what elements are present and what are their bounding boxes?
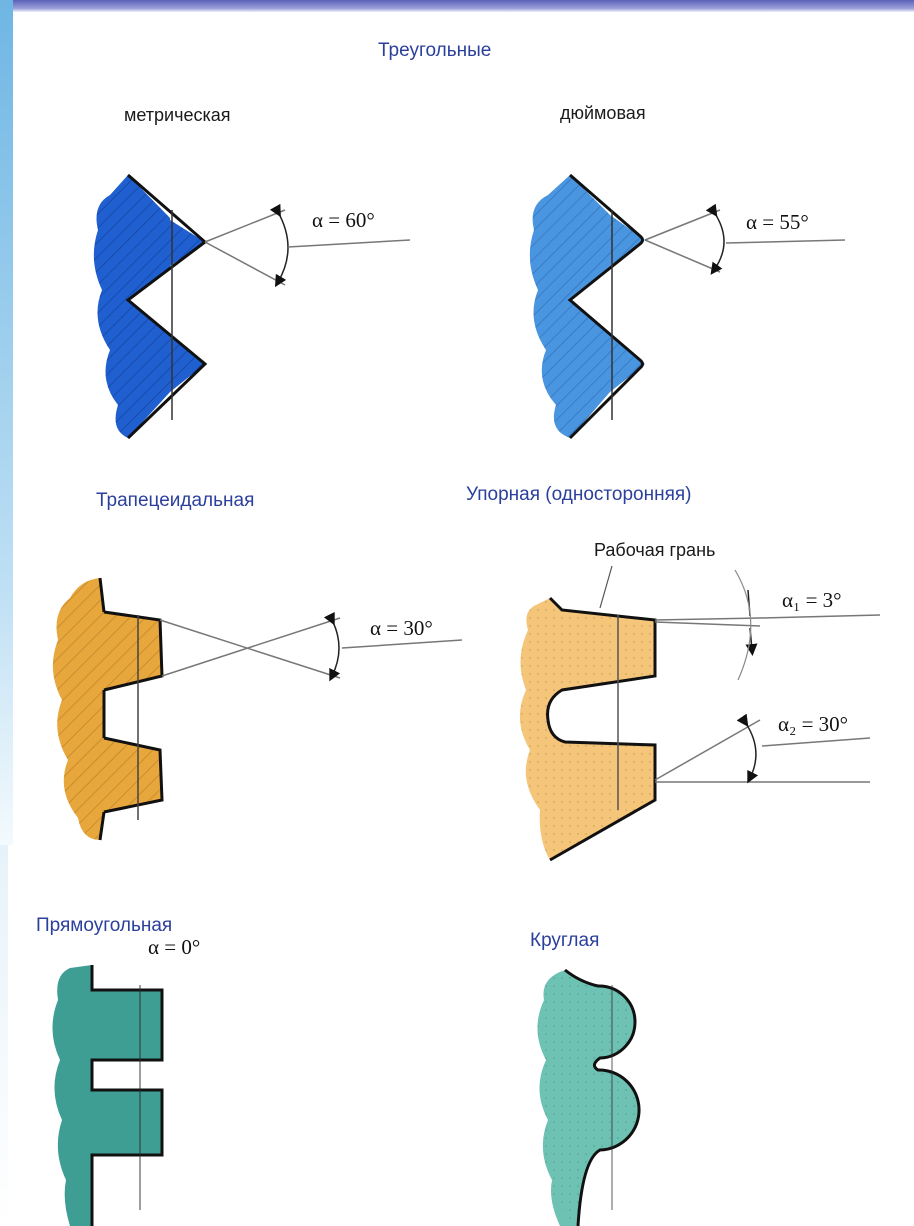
buttress-thread-profile: [519, 565, 881, 862]
metric-angle-label: α = 60°: [312, 208, 375, 232]
rectangular-angle-label: α = 0°: [148, 935, 201, 959]
buttress-thread-label: Упорная (односторонняя): [466, 484, 692, 505]
inch-thread-profile: [529, 173, 846, 440]
top-border: [0, 0, 914, 12]
inch-angle-label: α = 55°: [746, 210, 809, 234]
metric-thread-label: метрическая: [124, 105, 231, 125]
buttress-angle1-label: α₁ = 3°: [782, 588, 842, 612]
trapezoidal-thread-label: Трапецеидальная: [96, 490, 255, 511]
round-thread-label: Круглая: [530, 930, 600, 951]
inch-thread-label: дюймовая: [560, 103, 646, 123]
buttress-angle2-label: α₂ = 30°: [778, 712, 849, 736]
trapezoidal-angle-label: α = 30°: [370, 616, 433, 640]
working-face-label: Рабочая грань: [594, 540, 716, 560]
metric-thread-profile: [93, 173, 411, 440]
rectangular-thread-label: Прямоугольная: [36, 915, 173, 936]
rectangular-thread-profile: [52, 965, 164, 1226]
triangular-threads-title: Треугольные: [378, 40, 492, 61]
trapezoidal-thread-profile: [52, 577, 463, 841]
round-thread-profile: [537, 968, 641, 1226]
left-accent-bar: [0, 0, 13, 845]
left-accent-bar-lower: [0, 845, 8, 1226]
